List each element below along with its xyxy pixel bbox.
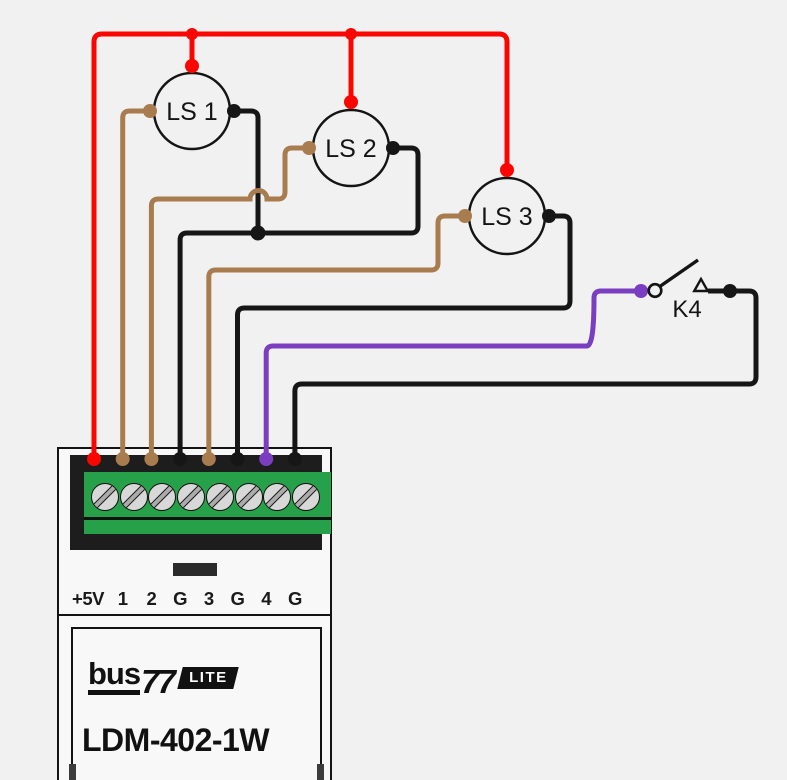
sensor-ls3-circle: [467, 176, 547, 256]
switch-contact-triangle: [692, 276, 710, 293]
screw-terminal: [205, 483, 234, 511]
junction-dot-ground: [250, 225, 266, 241]
sensor-ls1-circle: [152, 71, 232, 151]
connection-dot-ls1-right: [227, 104, 241, 118]
sensor-ls2-circle: [311, 108, 391, 188]
terminal-label: 4: [261, 588, 272, 609]
brand-bus-text: bus: [88, 658, 141, 695]
screw-slot-icon: [206, 484, 233, 510]
screw-terminal: [91, 483, 119, 511]
connection-dot-switch-right: [723, 284, 737, 298]
screw-terminal: [177, 483, 206, 511]
screw-terminal: [119, 483, 148, 511]
wire-gnd-ls3: [235, 213, 573, 459]
black-connection-dots: [173, 104, 737, 466]
terminal-label: 3: [203, 588, 214, 609]
junction-dot: [186, 28, 198, 40]
model-name: LDM-402-1W: [82, 722, 270, 758]
connection-dot-ls2-left: [302, 141, 316, 155]
connection-dot-ls2-top: [344, 95, 358, 109]
screw-terminal: [234, 483, 263, 511]
terminal-block: [70, 455, 331, 550]
terminal-label: 1: [117, 588, 128, 609]
terminal-label: G: [173, 588, 188, 609]
wire-group-ground-black: [177, 108, 759, 459]
wire-ls2-input2: [148, 145, 305, 459]
switch-symbol: [647, 258, 710, 299]
screw-slot-icon: [178, 484, 205, 510]
wire-gnd-ls1-ls2: [177, 145, 421, 459]
din-rail-tab: [69, 764, 76, 780]
connection-dot-ls3-right: [542, 209, 556, 223]
junction-dot: [345, 28, 357, 40]
connection-dot-ls3-left: [458, 209, 472, 223]
terminal-label: 2: [146, 588, 157, 609]
connection-dot-ls2-right: [386, 141, 400, 155]
screw-terminal: [263, 483, 292, 511]
terminal-strip-divider: [84, 517, 331, 520]
wire-group-switch-purple: [263, 288, 639, 459]
wire-ls1-input1: [120, 108, 146, 459]
wire-gnd-ls1-branch: [238, 108, 261, 233]
wire-ls3-input3: [206, 213, 461, 459]
screw-slot-icon: [92, 484, 118, 510]
screw-slot-icon: [149, 484, 176, 510]
switch-label: K4: [672, 296, 701, 323]
config-slot: [173, 563, 217, 576]
terminal-label-row: +5V 1 2 G 3 G 4 G: [59, 588, 330, 610]
screw-slot-icon: [292, 484, 319, 510]
module-divider: [57, 614, 332, 616]
brown-connection-dots: [115, 104, 472, 466]
connection-dot-ls3-top: [500, 163, 514, 177]
switch-lever: [659, 258, 699, 288]
connection-dot-switch-left: [634, 284, 648, 298]
sensor-symbols: [152, 71, 547, 256]
brand-lite-badge: LITE: [177, 667, 239, 689]
connection-dot-ls1-left: [143, 104, 157, 118]
terminal-label: G: [287, 588, 302, 609]
screw-slot-icon: [120, 484, 147, 510]
screw-terminal: [291, 483, 320, 511]
wire-5v-main: [91, 31, 510, 459]
din-rail-tab: [317, 764, 324, 780]
switch-contact-circle: [647, 282, 663, 299]
sensor-ls1-label: LS 1: [166, 98, 217, 126]
terminal-label: +5V: [72, 588, 104, 609]
wire-group-signal-brown: [120, 108, 461, 459]
screw-slot-icon: [264, 484, 291, 510]
wire-switch-input4: [263, 288, 639, 459]
red-connection-dots: [87, 28, 514, 466]
terminal-label: G: [230, 588, 245, 609]
purple-connection-dots: [259, 284, 648, 466]
connection-dot-ls1-top: [185, 59, 199, 73]
sensor-ls2-label: LS 2: [325, 135, 376, 163]
screw-slot-icon: [235, 484, 262, 510]
wire-group-5v-red: [91, 31, 510, 459]
brand-77-text: 77: [141, 663, 176, 701]
wire-gnd-switch: [292, 288, 759, 459]
screw-terminal: [148, 483, 177, 511]
sensor-ls3-label: LS 3: [481, 203, 532, 231]
